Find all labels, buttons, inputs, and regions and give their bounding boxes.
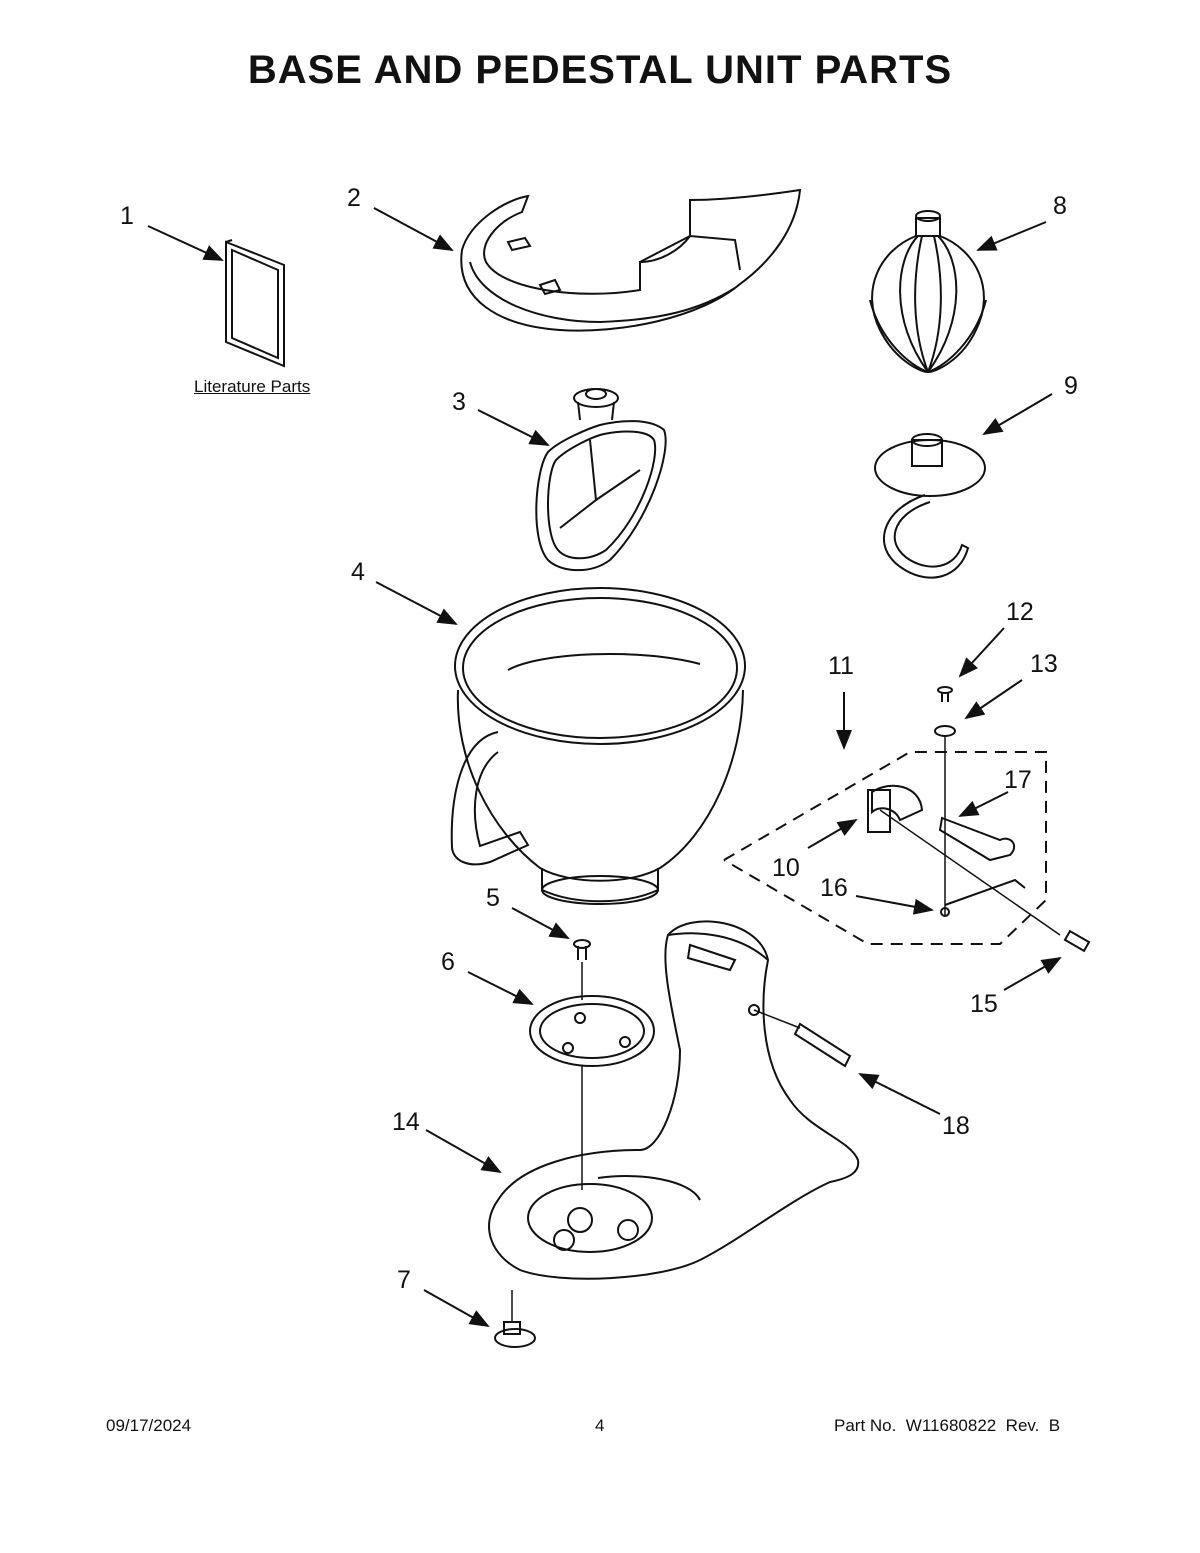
footer-part-number: Part No. W11680822 Rev. B — [834, 1416, 1061, 1435]
callout-18: 18 — [942, 1112, 970, 1140]
callout-4: 4 — [351, 558, 365, 586]
pedestal-pin-drawing — [753, 1009, 852, 1068]
callout-16: 16 — [820, 874, 848, 902]
callout-12: 12 — [1006, 598, 1034, 626]
flat-beater-drawing — [535, 388, 667, 572]
callout-5: 5 — [486, 884, 500, 912]
callout-7: 7 — [397, 1266, 411, 1294]
screw-drawing — [573, 939, 591, 1000]
callout-6: 6 — [441, 948, 455, 976]
pouring-shield-drawing — [460, 188, 802, 332]
callout-15: 15 — [970, 990, 998, 1018]
hinge-pin-drawing — [1063, 929, 1091, 953]
callout-2: 2 — [347, 184, 361, 212]
callout-14: 14 — [392, 1108, 420, 1136]
callout-8: 8 — [1053, 192, 1067, 220]
rubber-foot-drawing — [494, 1290, 536, 1348]
mixing-bowl-drawing — [450, 587, 746, 905]
pedestal-base-drawing — [488, 920, 860, 1280]
page-title: BASE AND PEDESTAL UNIT PARTS — [247, 48, 953, 92]
callout-10: 10 — [772, 854, 800, 882]
callout-17: 17 — [1004, 766, 1032, 794]
clamp-plate-drawing — [529, 995, 655, 1190]
footer-page-number: 4 — [595, 1416, 605, 1435]
literature-parts-link[interactable]: Literature Parts — [194, 377, 311, 396]
callout-13: 13 — [1030, 650, 1058, 678]
callout-11: 11 — [828, 652, 854, 680]
callout-1: 1 — [120, 202, 134, 230]
callout-9: 9 — [1064, 372, 1078, 400]
dough-hook-drawing — [874, 433, 986, 579]
literature-booklet-drawing — [225, 239, 285, 368]
footer-date: 09/17/2024 — [106, 1416, 192, 1435]
callout-leaders — [147, 207, 1062, 1327]
hinge-assembly-drawing — [723, 686, 1061, 945]
callout-3: 3 — [452, 388, 466, 416]
wire-whip-drawing — [869, 210, 987, 374]
